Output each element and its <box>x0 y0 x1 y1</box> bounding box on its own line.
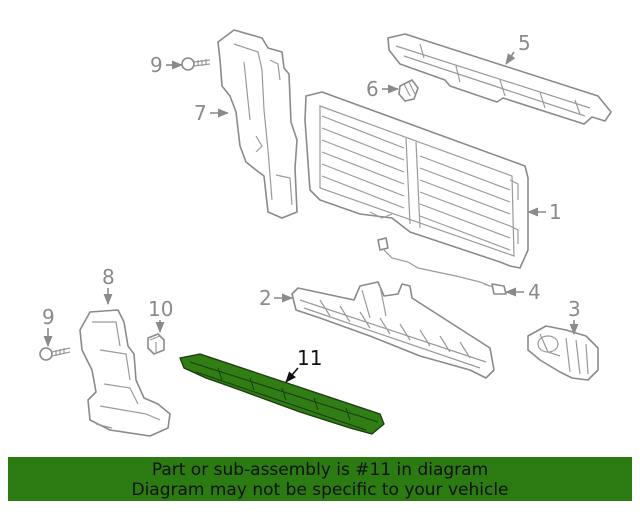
callout-leaders <box>43 51 579 383</box>
callout-1: 1 <box>549 200 562 224</box>
part-2-lower-baffle[interactable] <box>291 281 495 379</box>
parts-diagram: 9 7 5 6 1 4 2 3 8 10 9 11 <box>39 29 612 437</box>
notice-banner: Part or sub-assembly is #11 in diagram D… <box>8 457 632 501</box>
callout-7: 7 <box>194 101 207 125</box>
callout-10: 10 <box>148 297 173 321</box>
callout-5: 5 <box>518 31 531 55</box>
callout-9-upper: 9 <box>150 53 163 77</box>
part-3-actuator[interactable] <box>527 325 599 381</box>
part-5-upper-baffle[interactable] <box>387 33 612 125</box>
banner-line-1: Part or sub-assembly is #11 in diagram <box>151 460 489 480</box>
callout-6: 6 <box>366 77 379 101</box>
callout-11: 11 <box>297 346 322 370</box>
part-7-side-deflector[interactable] <box>217 29 298 219</box>
part-11-highlighted-baffle[interactable] <box>179 353 385 435</box>
part-9-bolt-upper[interactable] <box>181 57 211 71</box>
part-8-lower-deflector[interactable] <box>79 309 171 437</box>
callout-4: 4 <box>528 280 541 304</box>
callout-8: 8 <box>102 265 115 289</box>
callout-9-lower: 9 <box>42 305 55 329</box>
part-6-push-pin[interactable] <box>398 79 419 102</box>
part-10-clip[interactable] <box>147 333 165 355</box>
callout-2: 2 <box>259 286 272 310</box>
part-1-shutter-assembly[interactable] <box>304 91 529 269</box>
part-4-wiring-harness[interactable] <box>377 237 507 295</box>
callout-3: 3 <box>568 297 581 321</box>
banner-line-2: Diagram may not be specific to your vehi… <box>131 480 509 500</box>
part-9-bolt-lower[interactable] <box>39 347 71 361</box>
